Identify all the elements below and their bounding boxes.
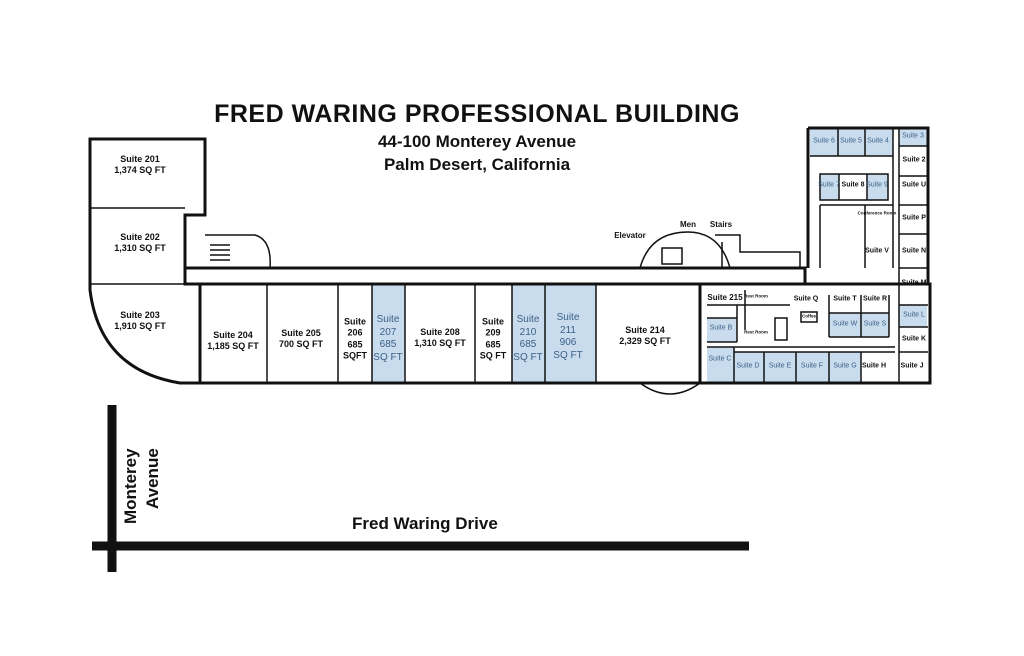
elevator-label: Elevator [614, 231, 646, 240]
suite-e-fill [764, 352, 796, 383]
exterior-walls [88, 126, 932, 385]
suite-s-label: Suite S [863, 320, 887, 328]
rest-room-label-1: Rest Room [744, 293, 768, 299]
suite-q-label: Suite Q [793, 295, 819, 303]
suite-b-label: Suite B [709, 324, 733, 332]
suite-3-fill [899, 129, 927, 146]
suite-p-label: Suite P [902, 214, 926, 222]
suite-8-label: Suite 8 [841, 181, 865, 189]
suite-6-label: Suite 6 [813, 137, 835, 145]
mens-room-label: Men [680, 220, 696, 229]
suite-215-label: Suite 215 [707, 293, 743, 302]
coffee-label: Coffee [801, 313, 817, 319]
monterey-avenue-label: Monterey Avenue [121, 448, 163, 524]
address-line-2: Palm Desert, California [383, 155, 571, 174]
suite-6-fill [810, 129, 838, 156]
suite-9-label: Suite 9 [866, 181, 888, 189]
suite-l-fill [899, 305, 927, 327]
suite-t-label: Suite T [833, 295, 857, 303]
suite-b-fill [707, 318, 737, 342]
suite-207-fill [372, 284, 405, 383]
suite-f-fill [796, 352, 829, 383]
suite-g-fill [829, 352, 861, 383]
address-line-1: 44-100 Monterey Avenue [377, 132, 577, 151]
suite-c-label: Suite C [708, 355, 732, 363]
suite-g-label: Suite G [833, 362, 857, 370]
suite-7-label: Suite 7 [818, 181, 840, 189]
suite-h-label: Suite H [861, 362, 887, 370]
streets [92, 405, 749, 572]
suite-l-label: Suite L [903, 311, 925, 319]
building-title: FRED WARING PROFESSIONAL BUILDING [214, 100, 740, 128]
conference-room-label: Conference Room [857, 210, 897, 216]
stairs-label: Stairs [709, 220, 733, 229]
suite-9-fill [867, 174, 888, 200]
suite-k-label: Suite K [901, 335, 927, 343]
suite-w-fill [829, 313, 861, 337]
suite-5-fill [838, 129, 865, 156]
interior-walls [90, 128, 928, 395]
suite-210-fill [512, 284, 545, 383]
rest-room-label-2: Rest Room [744, 329, 768, 335]
suite-2-label: Suite 2 [902, 156, 926, 164]
suite-211-fill [545, 284, 596, 383]
suite-m-label: Suite M [901, 279, 927, 287]
suite-j-label: Suite J [900, 362, 924, 370]
suite-f-label: Suite F [800, 362, 824, 370]
available-suite-shading [372, 129, 927, 383]
suite-v-label: Suite V [865, 247, 889, 255]
suite-3-label: Suite 3 [902, 132, 924, 140]
suite-5-label: Suite 5 [840, 137, 862, 145]
suite-r-label: Suite R [862, 295, 888, 303]
suite-7-fill [820, 174, 839, 200]
suite-n-label: Suite N [901, 247, 927, 255]
suite-4-label: Suite 4 [867, 137, 889, 145]
suite-c-fill [707, 347, 734, 383]
suite-e-label: Suite E [768, 362, 792, 370]
suite-u-label: Suite U [901, 181, 927, 189]
suite-w-label: Suite W [832, 320, 858, 328]
suite-d-label: Suite D [736, 362, 760, 370]
suite-s-fill [861, 313, 889, 337]
fred-waring-drive-label: Fred Waring Drive [352, 514, 498, 533]
suite-4-fill [865, 129, 893, 156]
suite-d-fill [734, 352, 764, 383]
